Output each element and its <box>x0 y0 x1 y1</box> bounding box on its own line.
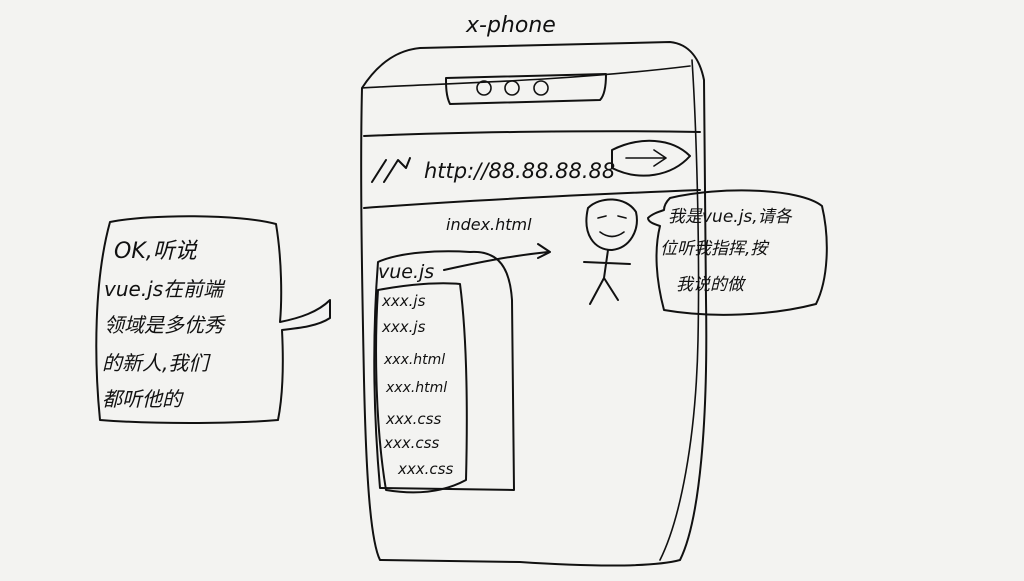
stick-figure <box>583 198 638 305</box>
vue-arrow <box>443 243 551 271</box>
go-button[interactable] <box>611 139 691 177</box>
notch-dot-1-icon <box>476 80 492 96</box>
file-item: xxx.html <box>383 352 445 368</box>
right-line-1: 我是vue.js,请各 <box>668 207 793 227</box>
right-line-3: 我说的做 <box>676 275 747 295</box>
left-line-4: 的新人,我们 <box>102 351 211 375</box>
phone-notch <box>445 73 607 105</box>
right-speech-bubble <box>647 189 828 316</box>
file-item: xxx.css <box>383 434 439 452</box>
left-line-3: 领域是多优秀 <box>104 313 226 337</box>
phone-body <box>360 41 708 567</box>
right-bubble-text: 我是vue.js,请各 位听我指挥,按 我说的做 <box>660 207 793 295</box>
left-line-5: 都听他的 <box>102 387 184 411</box>
notch-dot-3-icon <box>533 80 549 96</box>
go-arrow-icon <box>625 149 667 167</box>
left-speech-bubble <box>95 215 331 424</box>
browser-bar <box>363 130 701 209</box>
phone-back-edge <box>659 59 700 561</box>
page-file-label: index.html <box>446 215 532 234</box>
file-item: xxx.html <box>385 380 447 396</box>
file-group-loop <box>373 250 515 491</box>
left-line-2: vue.js在前端 <box>104 277 226 301</box>
browser-icon <box>371 157 411 183</box>
address-bar[interactable]: http://88.88.88.88 <box>424 159 615 183</box>
figure-face <box>597 215 627 238</box>
figure-head <box>585 198 638 251</box>
left-bubble-text: OK,听说 vue.js在前端 领域是多优秀 的新人,我们 都听他的 <box>102 239 226 411</box>
file-item: xxx.css <box>385 410 441 428</box>
file-item: xxx.js <box>381 318 426 336</box>
file-list-box <box>375 282 468 494</box>
phone-label: x-phone <box>465 13 556 38</box>
notch-dot-2-icon <box>504 80 520 96</box>
left-line-1: OK,听说 <box>114 239 199 264</box>
right-line-2: 位听我指挥,按 <box>660 239 770 259</box>
file-list: vue.js xxx.js xxx.js xxx.html xxx.html x… <box>378 261 453 478</box>
file-item: xxx.js <box>381 292 426 310</box>
file-vue-js: vue.js <box>378 261 434 283</box>
figure-body <box>583 249 631 305</box>
file-item: xxx.css <box>397 460 453 478</box>
phone-top-edge <box>361 65 691 89</box>
